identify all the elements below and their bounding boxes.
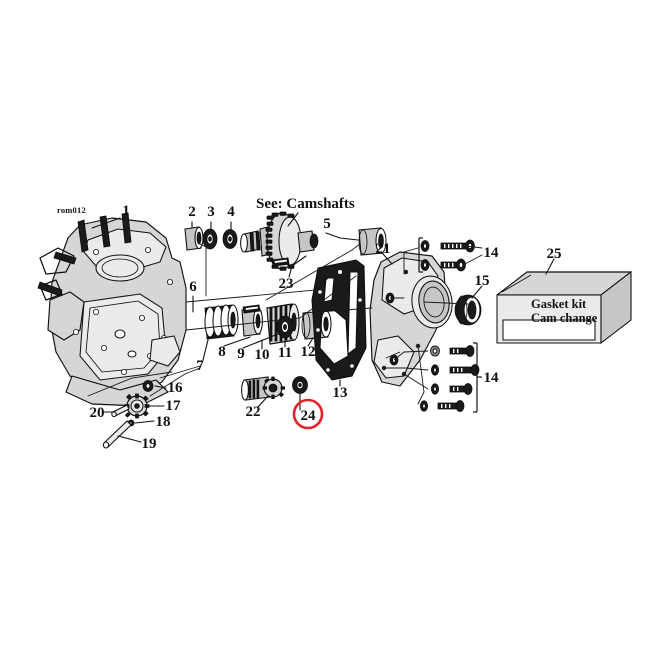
woodruff-keys bbox=[242, 257, 290, 314]
part-8-bushing bbox=[241, 307, 263, 337]
engine-case-assembly bbox=[37, 212, 187, 407]
callout-13: 13 bbox=[333, 385, 348, 401]
callout-2: 2 bbox=[188, 204, 196, 220]
part-2-bushing bbox=[184, 226, 204, 251]
part-19-shaft bbox=[102, 420, 132, 449]
callout-14-top: 14 bbox=[484, 245, 500, 261]
screws-group-bottom bbox=[419, 345, 480, 412]
callout-12: 12 bbox=[301, 344, 316, 360]
callout-5: 5 bbox=[323, 216, 331, 232]
callout-16: 16 bbox=[168, 380, 184, 396]
callout-19: 19 bbox=[142, 436, 157, 452]
callout-23: 23 bbox=[279, 276, 294, 292]
see-camshafts-note: See: Camshafts bbox=[256, 196, 355, 212]
leader-lines bbox=[87, 212, 555, 443]
callout-22: 22 bbox=[246, 404, 261, 420]
part-15-seal bbox=[454, 294, 482, 326]
callout-3: 3 bbox=[207, 204, 215, 220]
part-13-cam-cover-gasket bbox=[311, 259, 367, 381]
screws-group-top bbox=[420, 239, 475, 272]
drawing-code-label: rom012 bbox=[57, 205, 86, 215]
callout-1: 1 bbox=[122, 203, 130, 219]
callout-4: 4 bbox=[227, 204, 235, 220]
part-16-washer bbox=[142, 380, 154, 392]
callout-11: 11 bbox=[278, 345, 292, 361]
callout-numbers: 1 2 3 4 5 6 7 8 9 10 11 12 13 14 14 15 1… bbox=[90, 203, 562, 452]
highlight-ring-24 bbox=[292, 398, 324, 430]
callout-18: 18 bbox=[156, 414, 171, 430]
callout-20: 20 bbox=[90, 405, 105, 421]
callout-24-highlighted: 24 bbox=[301, 408, 317, 424]
gasket-kit-box: Gasket kit Cam change bbox=[496, 270, 632, 345]
part-4-washer bbox=[222, 229, 238, 249]
camshaft-gear-assembly bbox=[240, 211, 319, 271]
callout-17: 17 bbox=[166, 398, 182, 414]
bracket-14-top bbox=[418, 237, 423, 273]
part-20-pin bbox=[111, 404, 130, 418]
callout-6: 6 bbox=[189, 279, 197, 295]
callout-25: 25 bbox=[547, 246, 562, 262]
part-22-pump-drive bbox=[241, 376, 285, 401]
gasket-kit-line1: Gasket kit bbox=[531, 297, 587, 311]
part-17-gear bbox=[124, 393, 150, 419]
bracket-14-bottom bbox=[473, 342, 482, 413]
part-5-bushing bbox=[358, 227, 387, 256]
callout-8: 8 bbox=[218, 344, 226, 360]
callout-10: 10 bbox=[255, 347, 270, 363]
callout-21: 21 bbox=[376, 241, 391, 257]
callout-7: 7 bbox=[196, 358, 204, 374]
part-24-washer bbox=[292, 376, 308, 394]
callout-14-bottom: 14 bbox=[484, 370, 500, 386]
part-3-washer bbox=[202, 228, 218, 250]
callout-9: 9 bbox=[237, 346, 245, 362]
callout-15: 15 bbox=[475, 273, 490, 289]
case-studs bbox=[37, 212, 132, 297]
part-11-washer bbox=[276, 315, 294, 339]
part-7-bearing bbox=[204, 304, 239, 340]
gasket-kit-line2: Cam change bbox=[531, 311, 598, 325]
